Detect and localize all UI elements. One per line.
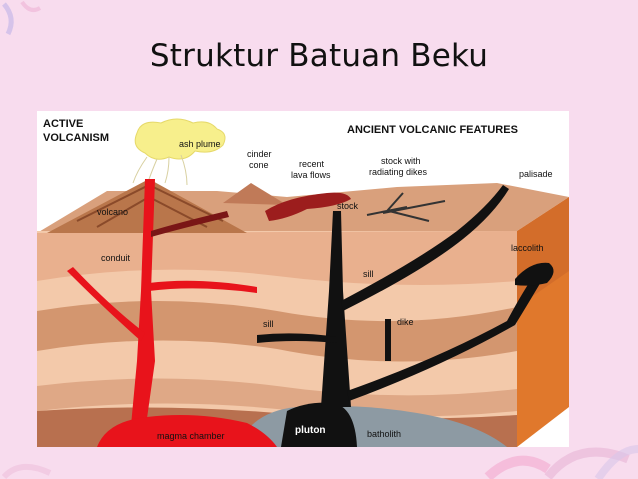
label-volcano: volcano — [97, 207, 128, 217]
pluton — [281, 402, 357, 447]
label-dike: dike — [397, 317, 414, 327]
decoration-top-left — [2, 0, 42, 36]
label-conduit: conduit — [101, 253, 131, 263]
active-sill — [149, 280, 257, 293]
active-branch-2 — [151, 211, 229, 237]
label-active-volcanism-2: VOLCANISM — [43, 132, 109, 144]
label-sill-lower: sill — [263, 319, 274, 329]
label-ancient-volcanic-features: ANCIENT VOLCANIC FEATURES — [347, 124, 518, 136]
label-magma-chamber: magma chamber — [157, 431, 225, 441]
stratum-layer-3 — [37, 378, 517, 417]
label-cinder-cone-2: cone — [249, 160, 269, 170]
label-active-volcanism-1: ACTIVE — [43, 118, 83, 130]
label-batholith: batholith — [367, 429, 401, 439]
decoration-bottom-right — [484, 445, 638, 479]
label-ash-plume: ash plume — [179, 139, 221, 149]
cinder-cone — [223, 183, 287, 205]
active-branch — [67, 267, 145, 341]
dike-to-laccolith — [347, 271, 545, 401]
magma-conduit — [129, 179, 155, 447]
label-sill-upper: sill — [363, 269, 374, 279]
stratum-layer-2 — [37, 301, 517, 362]
label-laccolith: laccolith — [511, 243, 544, 253]
ash-plume-streaks — [132, 154, 188, 186]
laccolith-body — [515, 262, 554, 286]
stock-intrusion — [321, 211, 351, 407]
label-recent-lava-flows-2: lava flows — [291, 170, 331, 180]
label-stock-with-dikes-2: radiating dikes — [369, 167, 428, 177]
igneous-structure-diagram: ACTIVE VOLCANISM ANCIENT VOLCANIC FEATUR… — [37, 111, 569, 447]
label-stock-with-dikes-1: stock with — [381, 156, 421, 166]
label-pluton: pluton — [295, 425, 326, 436]
label-recent-lava-flows-1: recent — [299, 159, 325, 169]
label-cinder-cone-1: cinder — [247, 149, 272, 159]
ancient-sill — [257, 333, 337, 343]
dike-to-palisade — [341, 185, 509, 311]
label-stock: stock — [337, 201, 359, 211]
ash-plume — [134, 118, 226, 160]
decoration-bottom-left — [1, 464, 52, 479]
small-dike — [385, 319, 391, 361]
magma-chamber — [97, 415, 277, 447]
stock-radiating-dikes — [366, 192, 446, 222]
lava-flow — [265, 192, 351, 221]
label-palisade: palisade — [519, 169, 553, 179]
slide-title: Struktur Batuan Beku — [149, 38, 489, 74]
